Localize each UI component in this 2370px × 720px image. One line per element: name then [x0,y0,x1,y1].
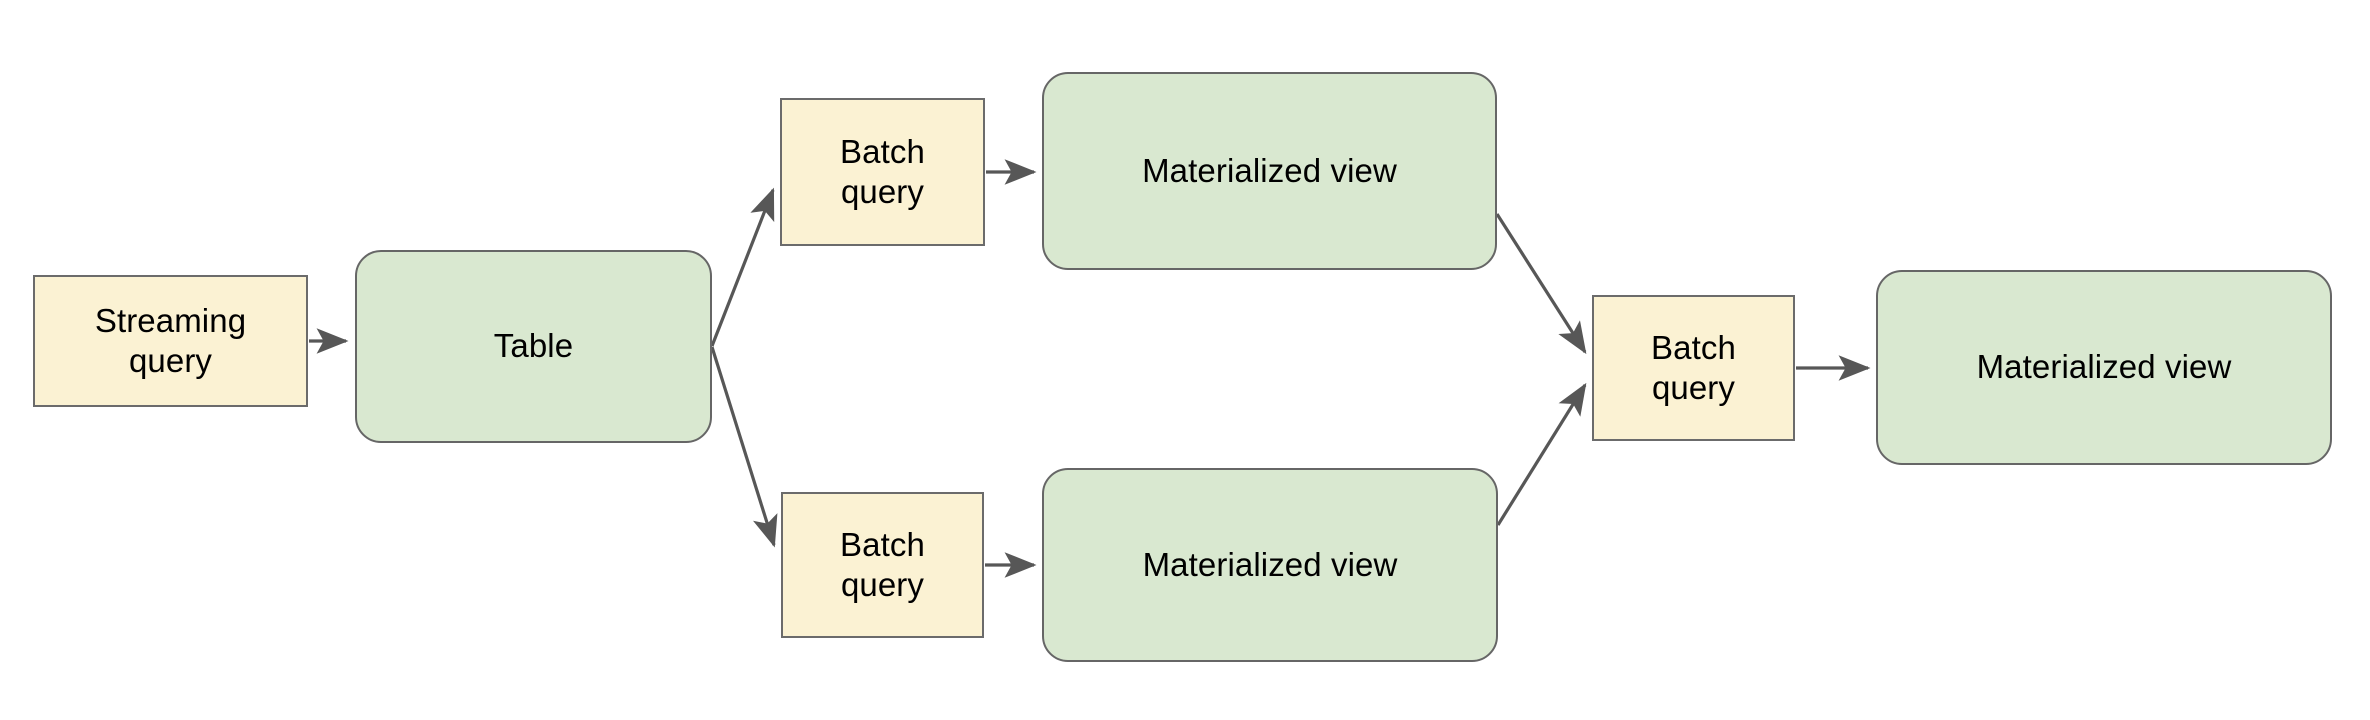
edge-table-to-batch-top [710,187,775,347]
node-batch-query-top[interactable]: Batch query [780,98,985,246]
node-streaming-query[interactable]: Streaming query [33,275,308,407]
edge-mv-bottom-to-batch-center [1496,382,1587,526]
node-materialized-view-bottom[interactable]: Materialized view [1042,468,1498,662]
node-label: Materialized view [1142,151,1397,189]
node-label: Batch query [840,132,925,210]
node-batch-query-center[interactable]: Batch query [1592,295,1795,441]
node-label: Materialized view [1142,545,1398,583]
node-materialized-view-right[interactable]: Materialized view [1876,270,2332,465]
node-batch-query-bottom[interactable]: Batch query [781,492,984,638]
edge-table-to-batch-bottom [710,346,778,548]
node-materialized-view-top[interactable]: Materialized view [1042,72,1497,270]
node-label: Materialized view [1976,348,2232,386]
node-label: Batch query [840,525,925,603]
node-label: Streaming query [94,301,247,379]
node-label: Batch query [1651,328,1736,406]
node-label: Table [493,327,574,365]
node-table[interactable]: Table [355,250,712,443]
edge-mv-top-to-batch-center [1495,213,1587,355]
